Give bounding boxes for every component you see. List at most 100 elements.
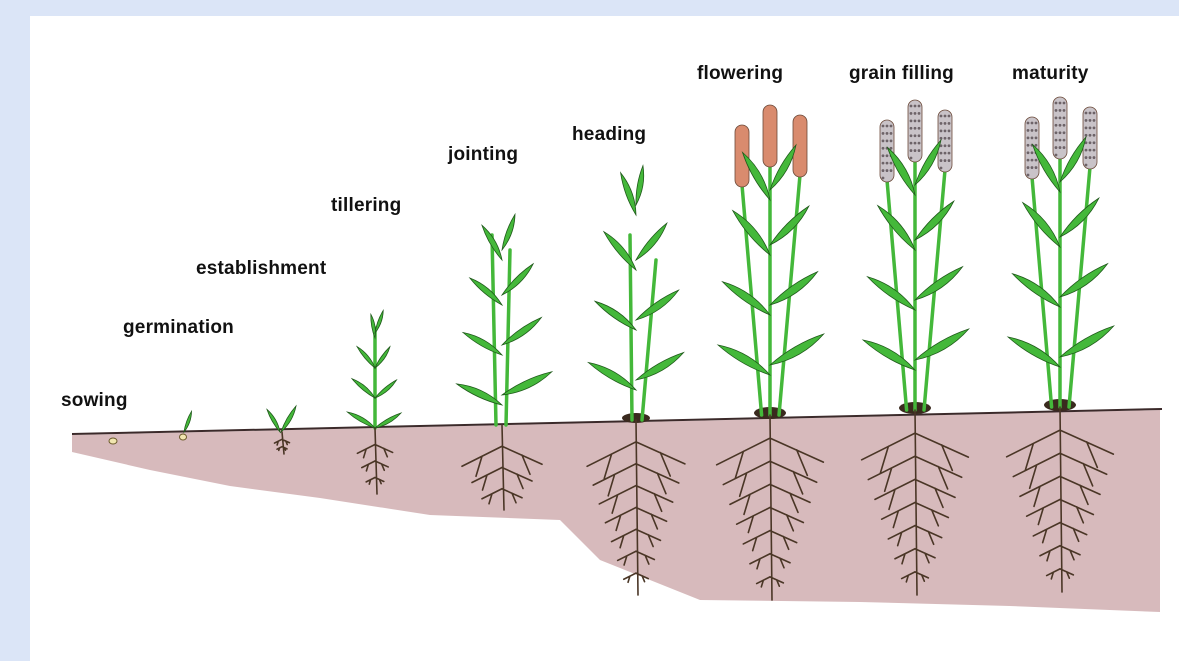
heading-stem-2 (642, 260, 656, 420)
maturity-head-0-grain (1035, 159, 1038, 162)
tillering-leaf-7 (375, 310, 383, 333)
germinating-seed (180, 434, 187, 440)
maturity-head-2-grain (1093, 112, 1096, 115)
maturity-head-1-grain (1055, 131, 1058, 134)
jointing-leaf-4 (470, 278, 502, 305)
grain-filling-head-0-grain (882, 154, 885, 157)
grain-filling-head-0-grain (882, 147, 885, 150)
grain-filling-head-0-grain (886, 132, 889, 135)
flowering-leaf-3 (770, 272, 818, 305)
maturity-head-1-grain (1063, 124, 1066, 127)
maturity-head-1-grain (1063, 116, 1066, 119)
maturity-leaf-3 (1060, 264, 1108, 297)
maturity-head-2-grain (1089, 134, 1092, 137)
maturity-head-1-grain (1055, 116, 1058, 119)
grain-filling-head-2-grain (940, 159, 943, 162)
soil-area (72, 410, 1160, 612)
maturity-head-1-grain (1063, 131, 1066, 134)
tillering-leaf-6 (371, 314, 376, 338)
flowering-leaf-2 (722, 282, 770, 315)
grain-filling-head-1-grain (910, 157, 913, 160)
grain-filling-head-0-grain (886, 169, 889, 172)
seed (109, 438, 117, 444)
grain-filling-head-2-grain (948, 137, 951, 140)
maturity-head-0-grain (1027, 166, 1030, 169)
tillering-leaf-3 (375, 380, 396, 398)
maturity-head-2-grain (1089, 149, 1092, 152)
label-jointing: jointing (448, 144, 518, 166)
maturity-head-0-grain (1027, 136, 1030, 139)
maturity-head-0-grain (1031, 151, 1034, 154)
flowering-leaf-1 (770, 334, 824, 365)
maturity-head-0-grain (1035, 166, 1038, 169)
grain-filling-head-1-grain (914, 142, 917, 145)
maturity-leaf-2 (1012, 274, 1060, 307)
maturity-head-1-grain (1063, 146, 1066, 149)
maturity-head-1-grain (1055, 139, 1058, 142)
sprout-leaf (184, 411, 192, 432)
grain-filling-head-1-grain (914, 119, 917, 122)
maturity-head-2-grain (1089, 112, 1092, 115)
grain-filling-head-0-grain (890, 139, 893, 142)
maturity-head-1-grain (1059, 102, 1062, 105)
maturity-head-2-grain (1089, 156, 1092, 159)
grain-filling-head-1-grain (910, 149, 913, 152)
grain-filling-head-2-grain (948, 129, 951, 132)
label-germination: germination (123, 317, 234, 339)
grain-filling-leaf-3 (915, 267, 963, 300)
grain-filling-leaf-0 (863, 340, 915, 370)
grain-filling-head-1-grain (918, 119, 921, 122)
grain-filling-head-2-grain (944, 137, 947, 140)
grain-filling-head-2-grain (940, 129, 943, 132)
maturity-head-2-grain (1085, 149, 1088, 152)
maturity-head-2-grain (1093, 156, 1096, 159)
maturity-head-1-grain (1059, 146, 1062, 149)
maturity-head-0-grain (1031, 122, 1034, 125)
grain-filling-head-1-grain (918, 105, 921, 108)
grain-filling-head-0-grain (886, 162, 889, 165)
grain-filling-head-0-grain (890, 132, 893, 135)
maturity-head-1-grain (1055, 124, 1058, 127)
maturity-head-1-grain (1059, 131, 1062, 134)
grain-filling-head-1-grain (910, 142, 913, 145)
heading-leaf-0 (588, 363, 636, 391)
flowering-leaf-4 (733, 211, 770, 255)
maturity-head-1-grain (1059, 124, 1062, 127)
label-grain-filling: grain filling (849, 63, 954, 85)
tillering-leaf-0 (347, 412, 375, 428)
maturity-head-2-grain (1089, 141, 1092, 144)
grain-filling-head-1-grain (914, 105, 917, 108)
maturity-head-0-grain (1027, 174, 1030, 177)
maturity-head-1-grain (1059, 116, 1062, 119)
maturity-head-1-grain (1059, 139, 1062, 142)
grain-filling-head-1-grain (918, 142, 921, 145)
grain-filling-leaf-2 (867, 277, 915, 310)
maturity-head-0-grain (1027, 129, 1030, 132)
grain-filling-head-2-grain (944, 122, 947, 125)
tillering-leaf-2 (352, 379, 375, 398)
grain-filling-head-0-grain (882, 139, 885, 142)
grain-filling-head-1-grain (918, 134, 921, 137)
maturity-leaf-0 (1008, 337, 1060, 367)
heading-leaf-6 (621, 173, 636, 215)
jointing-leaf-2 (463, 333, 502, 356)
grain-filling-head-2-grain (944, 115, 947, 118)
grain-filling-head-1-grain (910, 134, 913, 137)
label-flowering: flowering (697, 63, 783, 85)
maturity-head-1-grain (1063, 102, 1066, 105)
maturity-head-1-grain (1063, 139, 1066, 142)
maturity-leaf-4 (1023, 203, 1060, 247)
heading-leaf-7 (636, 166, 644, 205)
maturity-head-0-grain (1031, 136, 1034, 139)
grain-filling-head-1-grain (910, 105, 913, 108)
label-tillering: tillering (331, 195, 401, 217)
maturity-head-1-grain (1055, 146, 1058, 149)
grain-filling-head-2-grain (944, 159, 947, 162)
maturity-head-2-grain (1085, 112, 1088, 115)
grain-filling-head-2-grain (948, 115, 951, 118)
jointing-leaf-7 (502, 214, 515, 250)
grain-filling-head-0-grain (882, 162, 885, 165)
jointing-leaf-1 (502, 372, 552, 395)
grain-filling-head-2-grain (940, 115, 943, 118)
label-sowing: sowing (61, 390, 128, 412)
